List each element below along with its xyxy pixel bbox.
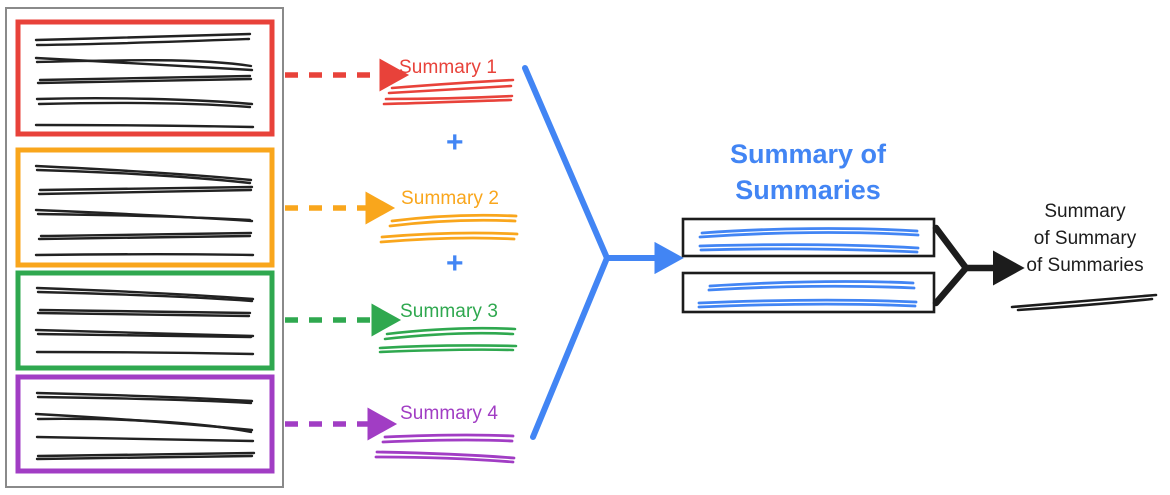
document-group-2[interactable] [15, 147, 275, 268]
plus-operator-2: + [446, 247, 464, 280]
group-2-box [15, 147, 275, 268]
summary-of-summaries-title: Summary of Summaries [729, 139, 887, 205]
group-4-box [15, 374, 275, 474]
group-1-text-lines [34, 32, 255, 129]
plus-operator-1: + [446, 126, 464, 159]
summary-2-label: Summary 2 [401, 188, 500, 209]
final-output-label: Summary of Summary of Summaries [1000, 198, 1170, 279]
group-4-text-lines [34, 391, 256, 461]
source-documents-outer-box [5, 7, 284, 488]
black-merge-arrow [932, 224, 1025, 307]
sos-box-2-scribble [697, 280, 918, 309]
summary-2-scribble [379, 213, 519, 244]
summary-1-label: Summary 1 [399, 57, 498, 78]
sos-box-1-scribble [698, 227, 920, 254]
final-output-line-1: Summary [1044, 201, 1126, 222]
group-3-text-lines [34, 286, 255, 356]
blue-merge-arrow [522, 65, 684, 440]
document-group-3[interactable] [15, 270, 275, 371]
summary-4-label: Summary 4 [400, 403, 499, 424]
final-output-line-3: of Summaries [1026, 255, 1144, 276]
final-output-line-2: of Summary [1033, 228, 1137, 249]
sos-box-1[interactable] [681, 217, 936, 258]
group-2-text-lines [34, 164, 255, 257]
summary-3-label: Summary 3 [400, 301, 499, 322]
summary-1-scribble [382, 78, 515, 106]
summary-3-scribble [378, 326, 518, 354]
document-group-4[interactable] [15, 374, 275, 474]
summary-4-scribble [374, 433, 516, 464]
group-1-box [15, 19, 275, 137]
group-3-box [15, 270, 275, 371]
final-output-scribble [1010, 293, 1158, 312]
document-group-1[interactable] [15, 19, 275, 137]
sos-box-2[interactable] [681, 271, 936, 314]
